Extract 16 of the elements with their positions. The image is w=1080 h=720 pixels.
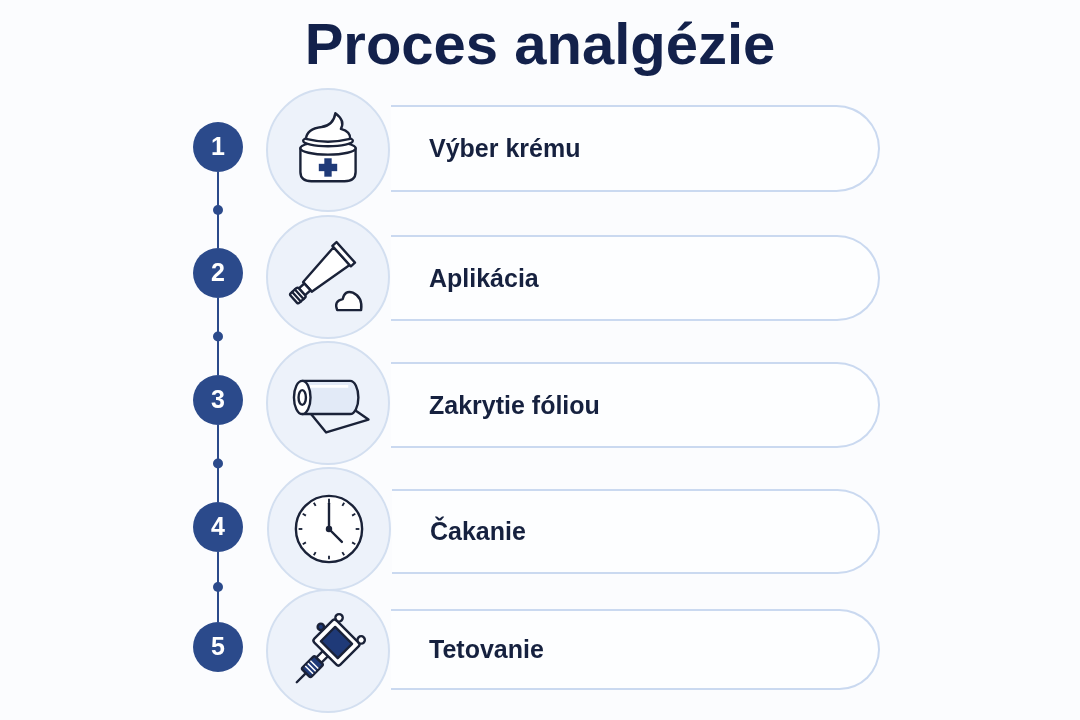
step-number-badge: 5: [193, 622, 243, 672]
step-label: Čakanie: [430, 517, 527, 546]
step-number-badge: 2: [193, 248, 243, 298]
step-number-badge: 4: [193, 502, 243, 552]
step-number-badge: 1: [193, 122, 243, 172]
step-label: Aplikácia: [429, 263, 540, 293]
step-label: Výber krému: [429, 134, 582, 163]
step-number-badge: 3: [193, 375, 243, 425]
connector-line: [217, 171, 219, 249]
connector-line: [217, 297, 219, 376]
connector-line: [217, 551, 219, 623]
connector-line: [217, 424, 219, 503]
step-label: Zakrytie fóliou: [429, 390, 601, 420]
title: Proces analgézie: [303, 10, 777, 78]
step-pill: [391, 609, 880, 690]
step-label: Tetovanie: [429, 635, 545, 664]
